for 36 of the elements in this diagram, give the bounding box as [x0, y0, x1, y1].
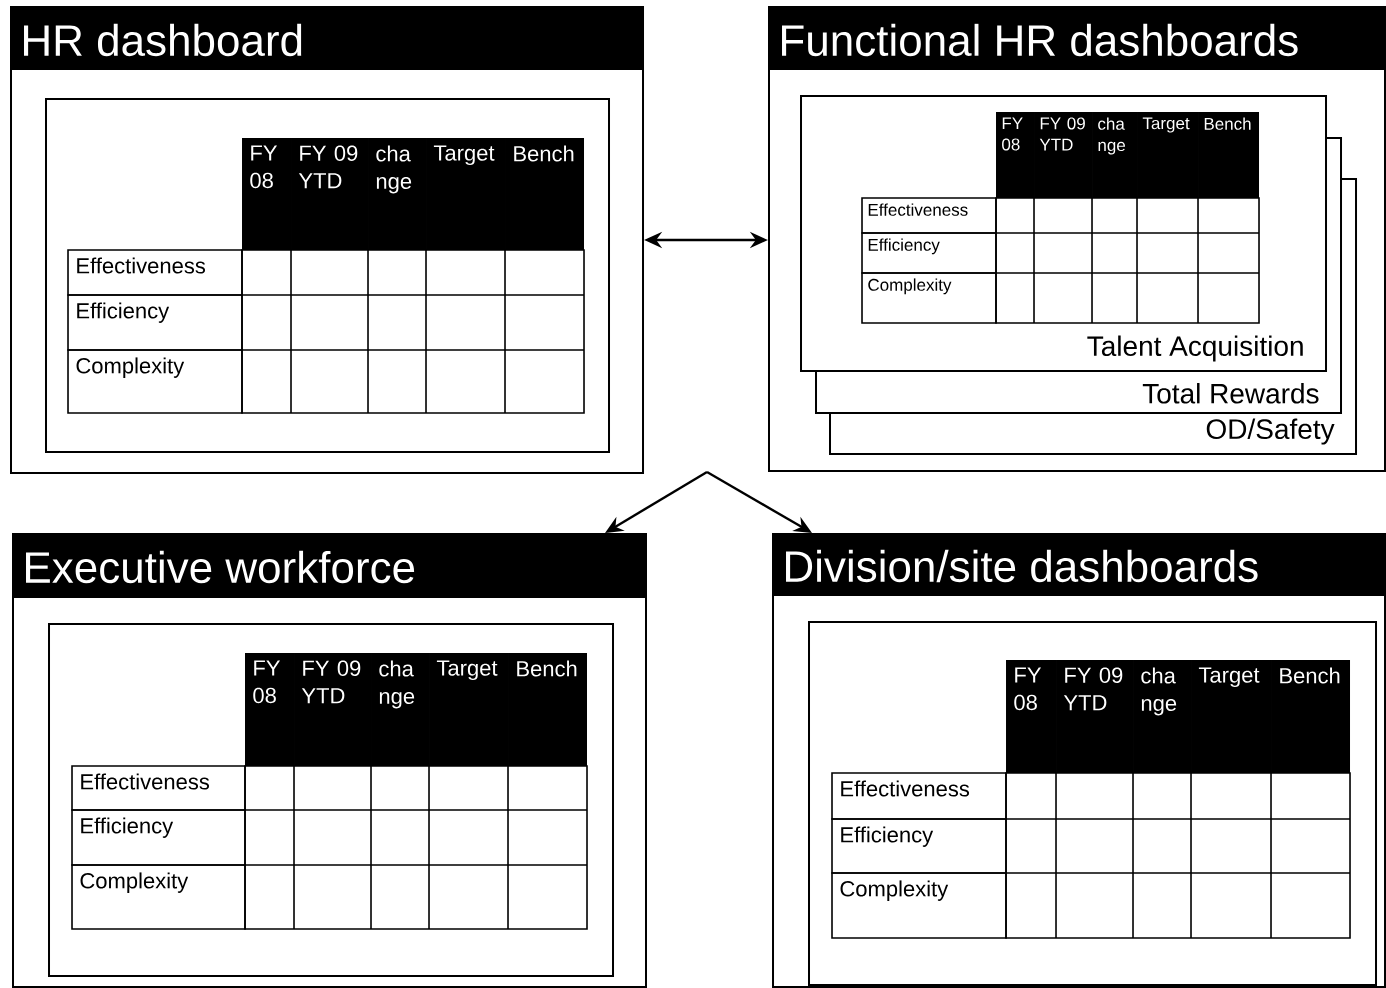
row-header-cell: Effectiveness [67, 249, 243, 296]
header-cell: Bench [505, 138, 584, 250]
row-header-cell: Efficiency [861, 232, 997, 274]
header-cell: cha nge [1092, 112, 1137, 198]
header-cell: FY 09 YTD [1034, 112, 1092, 198]
header-cell: FY 08 [996, 112, 1034, 198]
row-header-cell: Efficiency [831, 818, 1007, 874]
row-header-cell: Effectiveness [831, 772, 1007, 820]
header-cell: Target [1191, 660, 1271, 773]
header-band: HR dashboard [10, 6, 642, 70]
header-cell: FY 09 YTD [1056, 660, 1133, 773]
header-cell: FY 08 [1006, 660, 1056, 773]
header-cell: Bench [1271, 660, 1350, 773]
header-cell: FY 09 YTD [291, 138, 368, 250]
header-band: Functional HR dashboards [768, 6, 1384, 70]
header-cell: cha nge [1133, 660, 1191, 773]
row-header-cell: Efficiency [67, 294, 243, 351]
header-cell: FY 08 [242, 138, 291, 250]
row-header-cell: Efficiency [71, 809, 246, 866]
header-cell: Target [426, 138, 505, 250]
row-header-cell: Complexity [831, 872, 1007, 939]
header-cell: cha nge [371, 653, 429, 766]
header-cell: FY 09 YTD [294, 653, 371, 766]
row-header-cell: Effectiveness [71, 765, 246, 811]
header-band: Executive workforce [12, 533, 645, 598]
row-header-cell: Complexity [71, 864, 246, 930]
row-header-cell: Complexity [861, 272, 997, 324]
header-cell: FY 08 [245, 653, 294, 766]
row-header-cell: Effectiveness [861, 197, 997, 234]
row-header-cell: Complexity [67, 349, 243, 414]
header-cell: Bench [508, 653, 587, 766]
header-cell: Target [429, 653, 508, 766]
header-band: Division/site dashboards [772, 533, 1384, 596]
header-cell: Bench [1198, 112, 1259, 198]
header-cell: Target [1137, 112, 1198, 198]
header-cell: cha nge [368, 138, 426, 250]
